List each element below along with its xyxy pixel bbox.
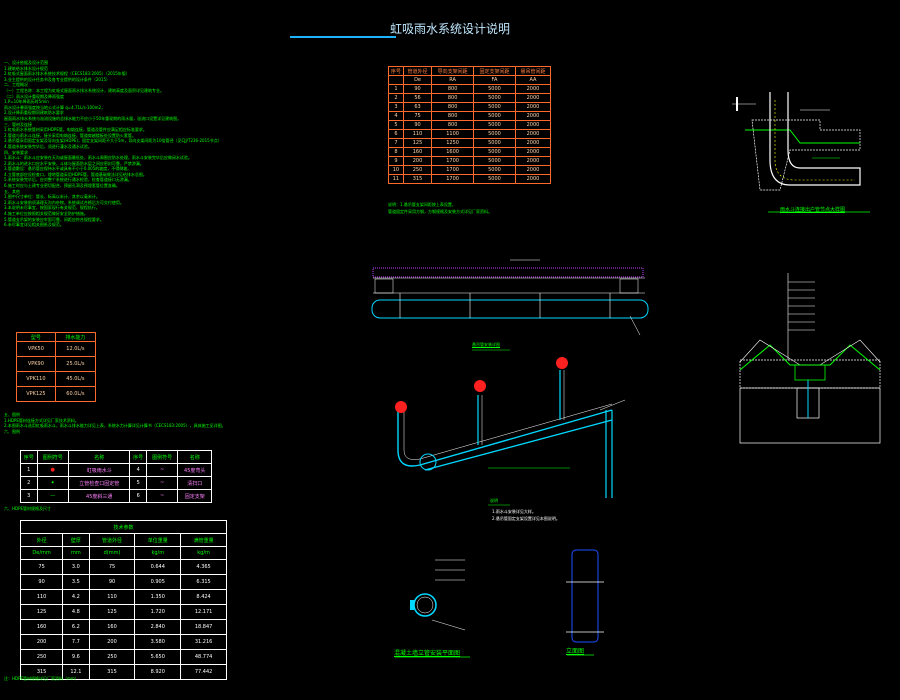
- legend-cell: —: [36, 489, 69, 503]
- note-line: （二）雨水设计重现期及降雨强度: [4, 93, 64, 99]
- note-line: 1.虹吸雨水系统管材采用HDPE管，电熔连接，管道及管件应满足相应标准要求。: [4, 127, 147, 133]
- hdpe-cell: 6.315: [180, 574, 227, 590]
- outlet-section-detail: [739, 273, 881, 444]
- hdpe-cell: 315: [19, 664, 64, 680]
- legend-symbol-icon: ~: [160, 480, 165, 486]
- caption-roof-outlet: 雨水斗连接出户管节点大样图: [780, 207, 846, 213]
- page-title: 虹吸雨水系统设计说明: [389, 22, 510, 36]
- note-line: 4.施工单位应按照相关规范做好安全防护措施。: [4, 211, 88, 217]
- note-line: 6.未尽事宜详见相关图纸及规范。: [4, 222, 64, 228]
- spacing-cell: 2000: [514, 174, 552, 184]
- note-line: 一、设计依据及设计范围: [4, 60, 48, 65]
- note-line: 二、工程概况: [4, 82, 28, 88]
- legend-symbol-icon: ✦: [50, 480, 55, 486]
- hdpe-cell: 12.1: [62, 664, 90, 680]
- legend-symbol-icon: ●: [50, 467, 55, 473]
- spacing-note-2: 管道固定件采用方钢，方钢规格及安装方式详见厂家资料。: [388, 209, 492, 214]
- hdpe-cell: 8.920: [134, 664, 182, 680]
- system-isometric: [395, 357, 626, 506]
- hdpe-title: 六、HDPE管材规格及尺寸: [4, 506, 52, 511]
- note-line: 2.雨水斗安装前须清理天沟内杂物，系统调试合格后方可交付使用。: [4, 199, 124, 205]
- note-line: （一）工程名称：本工程为虹吸式屋面雨水排水系统设计，建筑高度及面积详见建筑专业。: [4, 87, 164, 93]
- note-line: 4.管道系统安装完毕后，须进行灌水及通水试验。: [4, 143, 92, 149]
- note-line: 屋面雨水排水系统与溢流设施的总排水能力不应小于50年重现期的雨水量，溢流口设置详…: [4, 115, 182, 121]
- caption-elevation: 立面图: [566, 648, 585, 655]
- bottom-note: 注：HDPE管材规格详见厂家资料（mm）: [4, 676, 79, 681]
- legend-symbol-icon: ~: [160, 493, 165, 499]
- spacing-note-1: 说明：1.悬吊管支架间距按上表设置，: [388, 202, 456, 207]
- note2-line: 1.HDPE管材连接方式详见厂家技术资料。: [4, 417, 79, 423]
- note-line: 3.本说明未尽事宜，按国家现行有关规范、规程执行。: [4, 205, 100, 211]
- legend-cell: 45度斜三通: [67, 489, 131, 503]
- note-line: 三、管材及连接: [4, 121, 32, 127]
- elevation-view: [566, 549, 604, 656]
- note-line: 5.管道支吊架的安装应牢固可靠，间距应符合规程要求。: [4, 216, 104, 222]
- note-line: 2.设计降雨重现期同建筑防水要求: [4, 110, 64, 116]
- legend-header: 名称: [177, 450, 212, 464]
- hanging-pipe-detail: [371, 259, 649, 351]
- note-line: 3.悬吊管采用固定支架及导向支架(HDPE)，固定支架间距不大于5m，导向支架间…: [4, 138, 222, 144]
- note-line: 1.图中尺寸单位：管长、标高以米计，其余以毫米计。: [4, 194, 100, 200]
- note-line: 五、其他: [4, 188, 20, 194]
- note-line: 1.雨水斗：雨水斗应安装在天沟或屋面最低处，雨水斗周围应防水处理，雨水斗安装完毕…: [4, 155, 192, 161]
- note-line: 5.系统安装完毕后，应对整个系统进行通水检验，检查管道接口无渗漏。: [4, 177, 132, 183]
- flow-cell: 60.0L/s: [54, 386, 97, 402]
- note-line: 1.P=10年降雨历时5min: [4, 99, 49, 105]
- hdpe-cell: 77.442: [180, 664, 227, 680]
- spacing-cell: 315: [402, 174, 433, 184]
- roof-outlet-detail: [732, 92, 870, 213]
- note-line: 3.业主提供的设计任务书及各专业提供的设计条件（2015）: [4, 76, 110, 82]
- title-underline: [290, 36, 396, 38]
- design-notes: 一、设计依据及设计范围 1.建筑给水排水设计规范 2.虹吸式屋面雨水排水系统技术…: [4, 60, 222, 228]
- note2-line: 五、图例: [4, 412, 20, 417]
- note-line: 1.建筑给水排水设计规范: [4, 65, 48, 71]
- note-line: 2.虹吸式屋面雨水排水系统技术规程（CECS183:2005）（2015年版）: [4, 71, 130, 77]
- note-line: 3.管道敷设：悬吊管应保持水平或具有不小于0.005的坡度，不得倒坡。: [4, 166, 132, 172]
- note-line: 雨水设计暴雨强度按当地公式计算 q=4.71L/s·100m2，: [4, 104, 106, 110]
- caption-riser-plan: 混凝土墙立管安装平面图: [394, 650, 461, 657]
- legend-cell: 固定支架: [177, 489, 212, 503]
- note2-line: 2.本图雨水斗选用虹吸雨水斗，雨水斗排水能力详见上表，系统水力计算详见计算书（C…: [4, 423, 226, 429]
- system-note-1: 1.雨水斗安装详见大样。: [492, 509, 536, 514]
- note2-line: 六、图例: [4, 428, 20, 434]
- note-line: 2.雨水斗的进水口应水平安装，斗体与屋面防水层之间应密封可靠，严禁渗漏。: [4, 160, 144, 166]
- riser-plan: [395, 559, 470, 658]
- legend-symbol-icon: ~: [160, 467, 165, 473]
- note-line: 4.立管底部应设检查口，埋地管道采用HDPE管，管道基础做法详见给排水总图。: [4, 171, 147, 177]
- legend-cell: ~: [145, 489, 179, 503]
- system-note-2: 2.悬吊管固定支架设置详见本图说明。: [492, 516, 560, 521]
- notes-lines: 一、设计依据及设计范围 1.建筑给水排水设计规范 2.虹吸式屋面雨水排水系统技术…: [4, 60, 222, 228]
- note-line: 四、安装要求: [4, 149, 28, 155]
- note-line: 2.管道与雨水斗连接，接头采用电熔连接，管道穿越楼板处设置防火套管。: [4, 132, 136, 138]
- legend-symbol-icon: —: [50, 493, 56, 499]
- note-line: 6.施工时应与土建专业密切配合，预留孔洞及预埋套管位置准确。: [4, 183, 120, 189]
- caption-pipe-section: 悬吊管安装详图: [472, 342, 500, 347]
- caption-system-note-title: 说明: [490, 498, 498, 503]
